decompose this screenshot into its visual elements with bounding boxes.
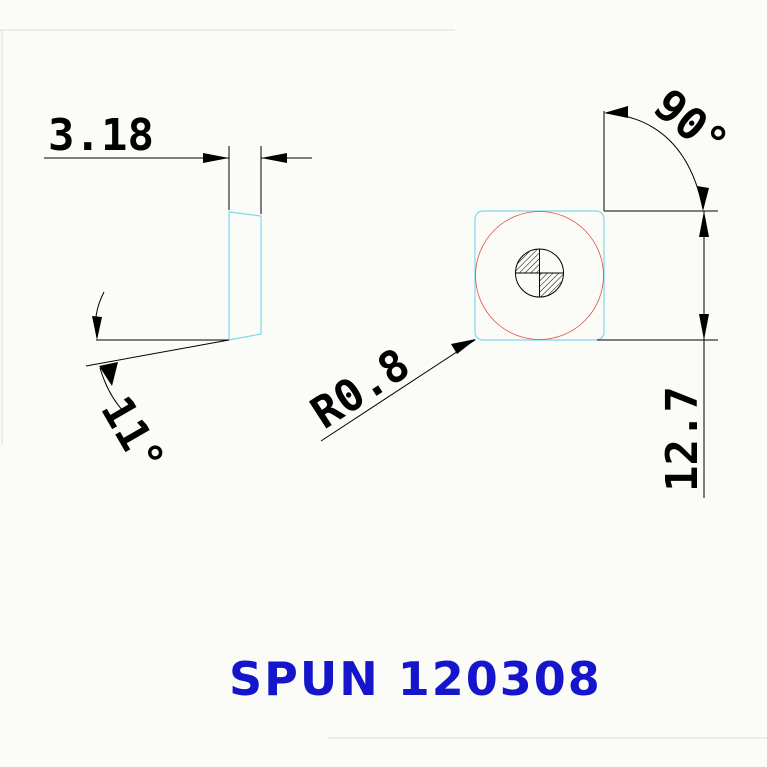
thickness-label: 3.18 <box>48 110 154 161</box>
arrowhead <box>604 106 628 118</box>
corner-angle-dimension: 90° <box>603 79 738 212</box>
center-hole <box>515 248 564 298</box>
thickness-dimension: 3.18 <box>44 110 312 214</box>
top-view: R0.8 90° 12.7 <box>302 79 738 498</box>
arrowhead <box>99 362 118 386</box>
arrowhead <box>261 153 287 163</box>
arrowhead <box>203 153 229 163</box>
corner-radius-dimension: R0.8 <box>302 339 476 442</box>
inscribed-circle <box>475 211 604 340</box>
inscribed-size-label: 12.7 <box>657 386 708 492</box>
inscribed-size-dimension: 12.7 <box>597 211 718 498</box>
clearance-angle-dimension: 11° <box>85 291 230 482</box>
corner-angle-label: 90° <box>644 79 738 169</box>
arrowhead <box>697 186 709 211</box>
arrowhead <box>451 339 476 354</box>
clearance-angle-label: 11° <box>90 388 174 482</box>
insert-designation-title: SPUN 120308 <box>229 652 602 706</box>
insert-side-profile <box>228 211 262 341</box>
corner-radius-label: R0.8 <box>302 339 419 439</box>
insert-top-outline <box>474 210 605 341</box>
arrowhead <box>92 316 102 340</box>
side-view: 3.18 11° <box>44 110 312 482</box>
arrowhead <box>699 211 709 237</box>
arrowhead <box>699 314 709 340</box>
